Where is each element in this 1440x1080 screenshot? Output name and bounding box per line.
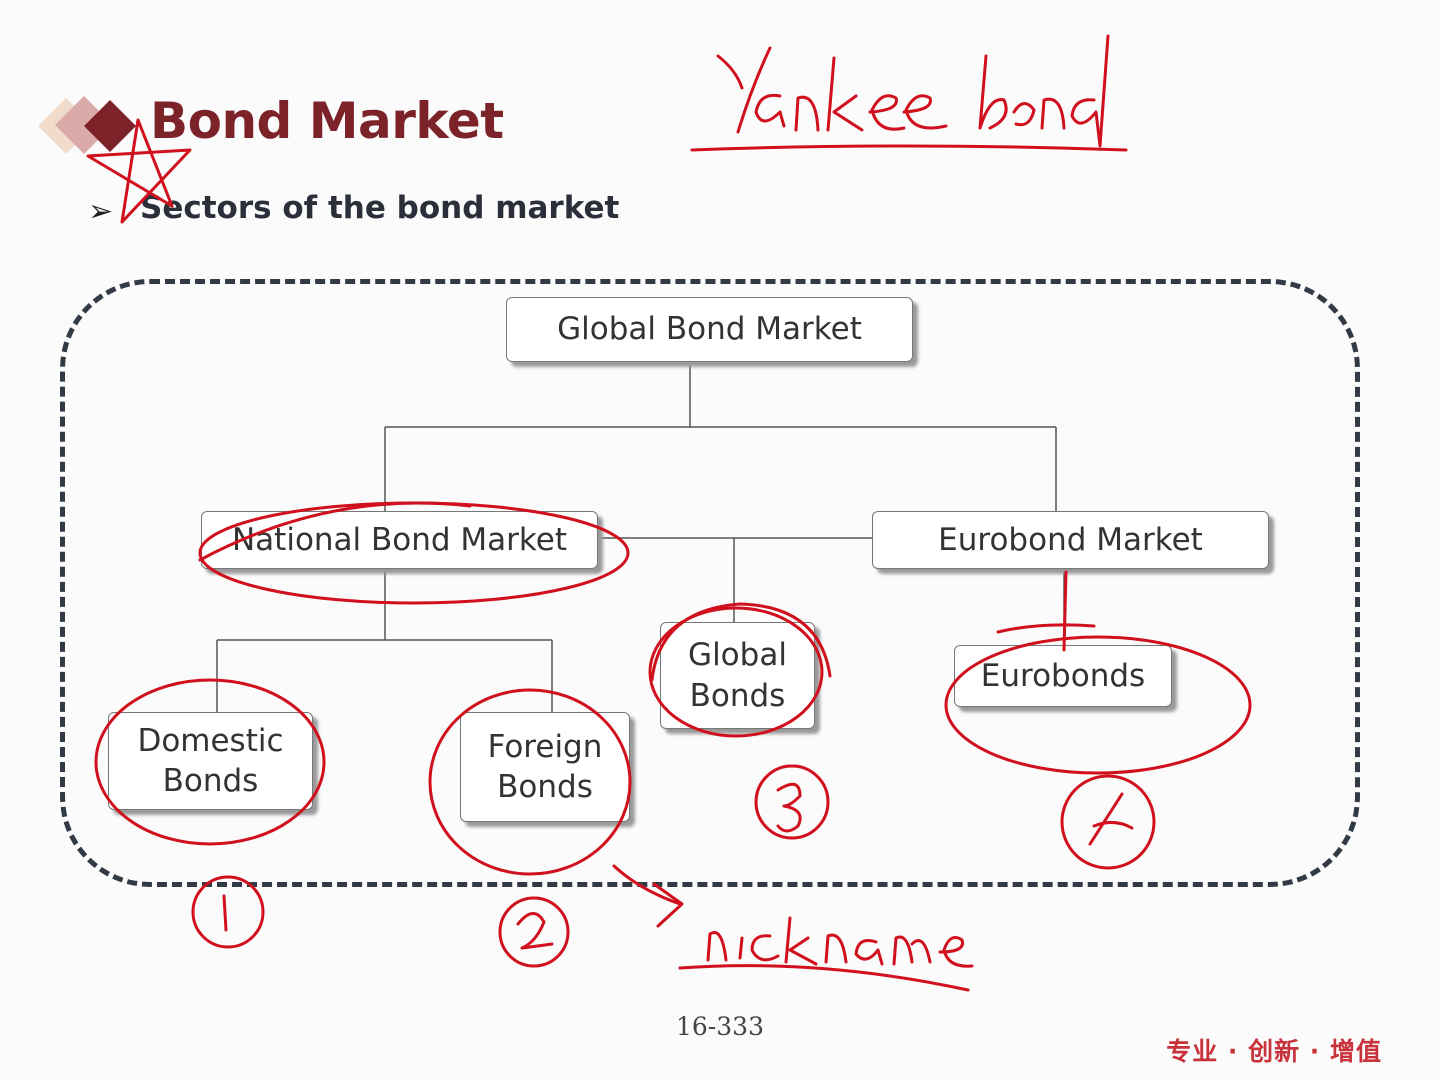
box-eurobond-market: Eurobond Market <box>872 511 1269 569</box>
box-national-bond-market: National Bond Market <box>201 511 598 569</box>
box-global-bonds: Global Bonds <box>660 622 815 729</box>
slide-title: Bond Market <box>150 92 504 150</box>
box-eurobonds: Eurobonds <box>954 645 1172 707</box>
box-global-bond-market: Global Bond Market <box>506 297 913 362</box>
page-number: 16-333 <box>676 1012 764 1041</box>
footer-brand: 专业 · 创新 · 增值 <box>1166 1037 1382 1066</box>
box-domestic-bonds: Domestic Bonds <box>108 712 313 810</box>
box-foreign-bonds: Foreign Bonds <box>460 712 630 822</box>
diagram-frame <box>60 279 1360 887</box>
slide-subtitle: Sectors of the bond market <box>140 190 620 226</box>
